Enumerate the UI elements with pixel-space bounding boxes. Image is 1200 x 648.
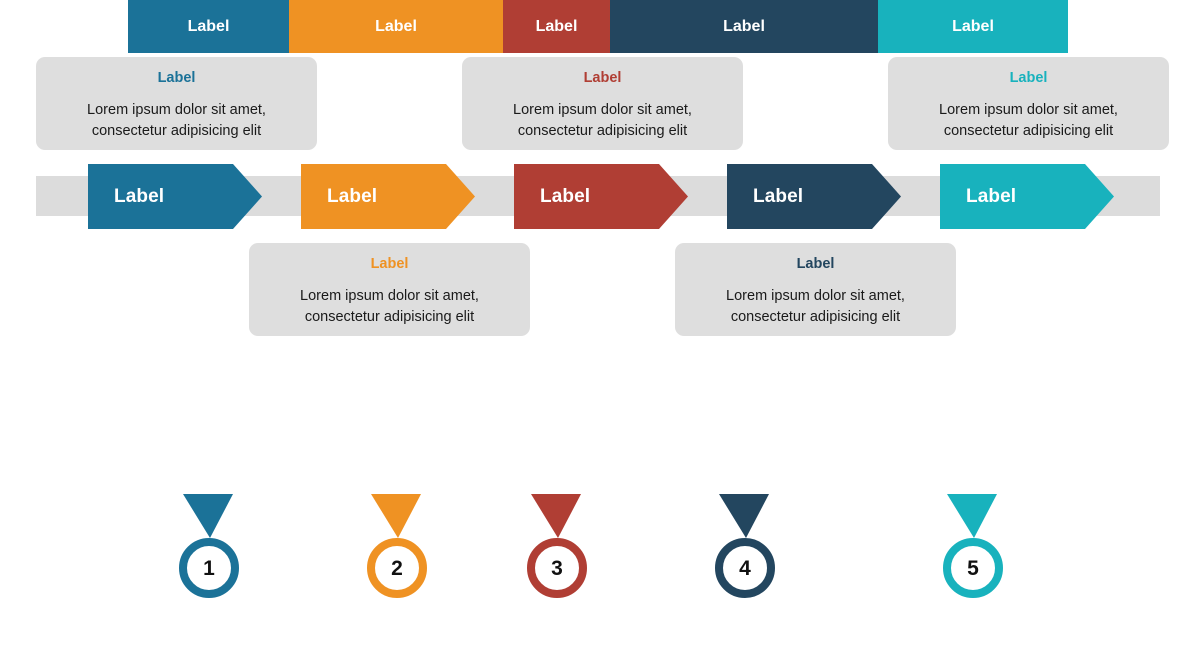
timeline-segment-label: Label <box>375 17 417 35</box>
timeline-number-circle-3[interactable]: 3 <box>527 538 587 598</box>
timeline-segment-label: Label <box>535 17 578 35</box>
timeline-pointer-2 <box>371 494 421 538</box>
chevron-shape-icon <box>727 164 901 229</box>
callout-body: Lorem ipsum dolor sit amet, consectetur … <box>87 101 266 139</box>
timeline-number-circle-4[interactable]: 4 <box>715 538 775 598</box>
process-step-label: Label <box>753 185 804 207</box>
timeline-segment-label: Label <box>187 17 230 35</box>
timeline-segment-2[interactable]: Label <box>289 0 503 53</box>
timeline-number-circle-1[interactable]: 1 <box>179 538 239 598</box>
callout-card-above-5[interactable]: Label Lorem ipsum dolor sit amet, consec… <box>888 57 1169 150</box>
process-step-label: Label <box>540 185 591 207</box>
callout-label: Label <box>370 256 409 272</box>
timeline-number: 2 <box>391 556 403 580</box>
timeline-segment-5[interactable]: Label <box>878 0 1068 53</box>
timeline-number: 5 <box>967 556 979 580</box>
chevron-shape-icon <box>514 164 688 229</box>
timeline-number-circle-5[interactable]: 5 <box>943 538 1003 598</box>
timeline-number: 1 <box>203 556 215 580</box>
process-step-4[interactable]: Label <box>727 164 901 229</box>
timeline-segment-4[interactable]: Label <box>610 0 878 53</box>
process-step-1[interactable]: Label <box>88 164 262 229</box>
timeline-segment-1[interactable]: Label <box>128 0 289 53</box>
timeline-number-circle-2[interactable]: 2 <box>367 538 427 598</box>
callout-card-above-3[interactable]: Label Lorem ipsum dolor sit amet, consec… <box>462 57 743 150</box>
process-step-label: Label <box>114 185 165 207</box>
callout-card-above-1[interactable]: Label Lorem ipsum dolor sit amet, consec… <box>36 57 317 150</box>
timeline-pointer-3 <box>531 494 581 538</box>
process-step-2[interactable]: Label <box>301 164 475 229</box>
timeline-pointer-5 <box>947 494 997 538</box>
chevron-shape-icon <box>301 164 475 229</box>
process-step-label: Label <box>327 185 378 207</box>
timeline-segment-label: Label <box>952 17 994 35</box>
process-step-3[interactable]: Label <box>514 164 688 229</box>
timeline-segment-3[interactable]: Label <box>503 0 610 53</box>
timeline-segment-label: Label <box>723 17 765 35</box>
timeline-number: 3 <box>551 556 563 580</box>
timeline-number: 4 <box>739 556 751 580</box>
callout-card-below-4[interactable]: Label Lorem ipsum dolor sit amet, consec… <box>675 243 956 336</box>
process-step-5[interactable]: Label <box>940 164 1114 229</box>
chevron-shape-icon <box>940 164 1114 229</box>
callout-body: Lorem ipsum dolor sit amet, consectetur … <box>939 101 1118 139</box>
callout-label: Label <box>157 70 196 86</box>
callout-label: Label <box>796 256 835 272</box>
callout-card-below-2[interactable]: Label Lorem ipsum dolor sit amet, consec… <box>249 243 530 336</box>
chevron-shape-icon <box>88 164 262 229</box>
process-step-label: Label <box>966 185 1017 207</box>
callout-body: Lorem ipsum dolor sit amet, consectetur … <box>726 287 905 325</box>
callout-body: Lorem ipsum dolor sit amet, consectetur … <box>300 287 479 325</box>
callout-label: Label <box>583 70 622 86</box>
callout-body: Lorem ipsum dolor sit amet, consectetur … <box>513 101 692 139</box>
callout-label: Label <box>1009 70 1048 86</box>
timeline-pointer-1 <box>183 494 233 538</box>
timeline-pointer-4 <box>719 494 769 538</box>
